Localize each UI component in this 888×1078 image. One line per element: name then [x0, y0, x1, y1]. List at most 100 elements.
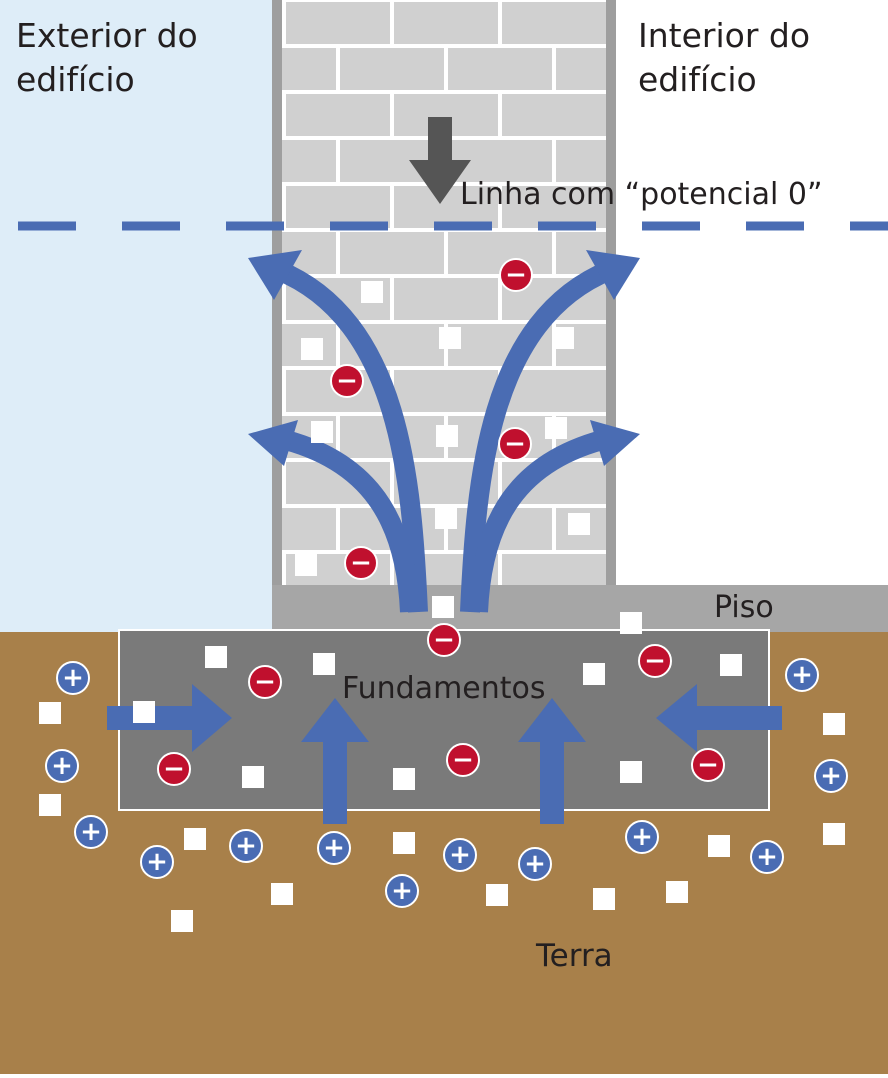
svg-text:−: − [505, 260, 527, 290]
positive-charges: + + + + + + + + + + + + + [45, 658, 848, 908]
svg-text:+: + [391, 876, 413, 906]
svg-text:−: − [254, 667, 276, 697]
svg-text:−: − [350, 548, 372, 578]
water-particle [583, 663, 605, 685]
svg-text:+: + [791, 660, 813, 690]
arrow-head-right-lower [590, 420, 640, 466]
water-particle [486, 884, 508, 906]
interior-label-line2: edifício [638, 60, 757, 99]
water-particles [39, 281, 845, 932]
negative-charge-icon: − [330, 364, 364, 398]
zero-line-label: Linha com “potencial 0” [460, 177, 823, 212]
foundation-arrows [107, 684, 782, 824]
exterior-region [0, 0, 272, 632]
positive-charge-icon: + [385, 874, 419, 908]
svg-text:−: − [433, 625, 455, 655]
water-particle [393, 768, 415, 790]
negative-charge-icon: − [638, 644, 672, 678]
arrow-head-left-lower [248, 420, 298, 466]
svg-text:+: + [51, 751, 73, 781]
positive-charge-icon: + [45, 749, 79, 783]
negative-charge-icon: − [499, 258, 533, 292]
capillary-arrows [274, 260, 614, 613]
interior-region [616, 0, 888, 632]
water-particle [720, 654, 742, 676]
curve-arrow-right-upper [460, 260, 614, 613]
svg-text:+: + [631, 822, 653, 852]
floor-slab [272, 585, 888, 632]
water-particle [295, 554, 317, 576]
curve-arrow-left-lower [275, 428, 420, 613]
positive-charge-icon: + [74, 815, 108, 849]
water-particle [361, 281, 383, 303]
negative-charge-icon: − [691, 748, 725, 782]
svg-text:+: + [62, 663, 84, 693]
water-particle [301, 338, 323, 360]
water-particle [552, 327, 574, 349]
foundation-label: Fundamentos [342, 671, 546, 706]
negative-charge-icon: − [157, 752, 191, 786]
svg-text:−: − [504, 429, 526, 459]
positive-charge-icon: + [750, 840, 784, 874]
water-particle [271, 883, 293, 905]
positive-charge-icon: + [317, 831, 351, 865]
water-particle [205, 646, 227, 668]
water-particle [435, 507, 457, 529]
negative-charge-icon: − [344, 546, 378, 580]
positive-charge-icon: + [443, 838, 477, 872]
water-particle [620, 612, 642, 634]
water-particle [823, 823, 845, 845]
water-particle [620, 761, 642, 783]
water-particle [133, 701, 155, 723]
svg-text:−: − [452, 745, 474, 775]
down-arrow [409, 117, 471, 204]
curve-arrow-right-lower [468, 428, 613, 613]
arrow-heads [248, 250, 640, 466]
water-particle [436, 425, 458, 447]
wall-edge-left [272, 0, 282, 590]
earth-label: Terra [535, 938, 613, 974]
water-particle [242, 766, 264, 788]
water-particle [432, 596, 454, 618]
svg-text:−: − [336, 366, 358, 396]
svg-text:+: + [146, 847, 168, 877]
interior-label-line1: Interior do [638, 16, 810, 55]
exterior-label-line1: Exterior do [16, 16, 198, 55]
arrow-head-right-upper [586, 250, 640, 300]
floor-label: Piso [714, 590, 774, 625]
arrow-up-right [518, 698, 586, 824]
water-particle [593, 888, 615, 910]
water-particle [568, 513, 590, 535]
svg-text:−: − [697, 750, 719, 780]
arrow-right-in [107, 684, 232, 752]
positive-charge-icon: + [785, 658, 819, 692]
svg-text:−: − [163, 754, 185, 784]
curve-arrow-left-upper [274, 260, 428, 613]
positive-charge-icon: + [814, 759, 848, 793]
water-particle [823, 713, 845, 735]
positive-charge-icon: + [229, 829, 263, 863]
arrow-left-in [656, 684, 782, 752]
svg-text:+: + [524, 849, 546, 879]
water-particle [311, 421, 333, 443]
water-particle [393, 832, 415, 854]
negative-charge-icon: − [248, 665, 282, 699]
negative-charge-icon: − [498, 427, 532, 461]
positive-charge-icon: + [518, 847, 552, 881]
positive-charge-icon: + [140, 845, 174, 879]
svg-text:+: + [80, 817, 102, 847]
water-particle [708, 835, 730, 857]
water-particle [39, 702, 61, 724]
svg-text:+: + [235, 831, 257, 861]
negative-charge-icon: − [446, 743, 480, 777]
water-particle [666, 881, 688, 903]
svg-text:−: − [644, 646, 666, 676]
svg-text:+: + [449, 840, 471, 870]
svg-text:+: + [756, 842, 778, 872]
negative-charges: − − − − − − − − − − [157, 258, 725, 786]
svg-text:+: + [323, 833, 345, 863]
arrow-head-left-upper [248, 250, 302, 300]
svg-text:+: + [820, 761, 842, 791]
